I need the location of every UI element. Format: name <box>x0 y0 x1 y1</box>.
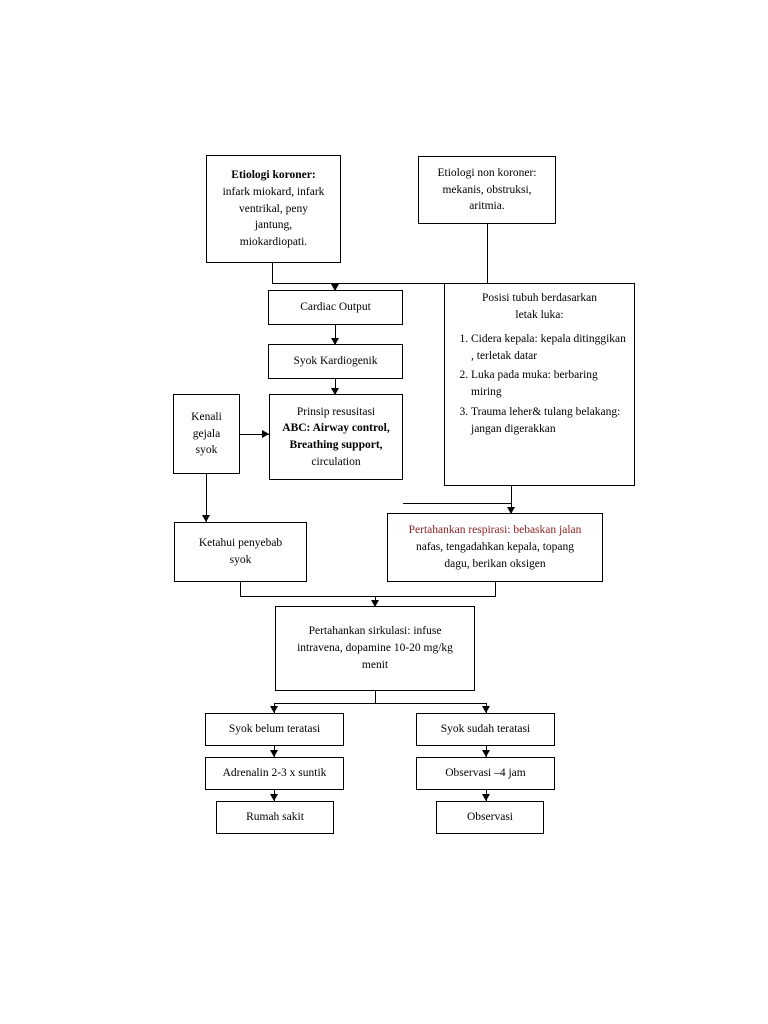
node-rumah-sakit: Rumah sakit <box>216 801 334 834</box>
node-etiologi-non-koroner: Etiologi non koroner: mekanis, obstruksi… <box>418 156 556 224</box>
arrowhead-rumah-sakit-in <box>270 794 278 801</box>
connector-split-bus <box>274 703 486 704</box>
arrowhead-observasi-in <box>482 794 490 801</box>
node-syok-sudah-teratasi: Syok sudah teratasi <box>416 713 555 746</box>
node-line: menit <box>361 658 389 671</box>
node-line: nafas, tengadahkan kepala, topang <box>415 541 575 554</box>
node-line: Etiologi non koroner: <box>437 166 537 179</box>
node-line: Syok sudah teratasi <box>440 723 531 736</box>
node-line: Syok belum teratasi <box>228 723 321 736</box>
node-line: infark miokard, infark <box>222 185 325 198</box>
connector-ketahui-to-sirkulasi-h <box>240 596 376 597</box>
node-line: ABC: Airway control, <box>276 420 396 437</box>
posisi-tubuh-header-line-2: letak luka: <box>515 309 564 322</box>
node-observasi-4-jam: Observasi –4 jam <box>416 757 555 790</box>
arrowhead-cardiac-in <box>331 284 339 291</box>
node-adrenalin: Adrenalin 2-3 x suntik <box>205 757 344 790</box>
node-line: syok <box>229 554 252 566</box>
posisi-tubuh-list: Cidera kepala: kepala ditinggikan , terl… <box>453 331 626 439</box>
connector-ketahui-down <box>240 582 241 596</box>
node-line: Syok Kardiogenik <box>293 355 378 368</box>
node-etiologi-koroner: Etiologi koroner: infark miokard, infark… <box>206 155 341 263</box>
list-item: Trauma leher& tulang belakang: jangan di… <box>471 404 626 439</box>
node-syok-belum-teratasi: Syok belum teratasi <box>205 713 344 746</box>
connector-nonkoroner-left <box>336 283 488 284</box>
arrowhead-prinsip-left-in <box>262 430 269 438</box>
node-line: Pertahankan sirkulasi: infuse <box>308 625 442 638</box>
node-line: Prinsip resusitasi <box>296 405 376 418</box>
node-line: dagu, berikan oksigen <box>444 557 546 570</box>
list-item: Luka pada muka: berbaring miring <box>471 367 626 402</box>
arrowhead-syok-in <box>331 338 339 345</box>
node-line: Kenali <box>191 410 222 423</box>
node-line: aritmia. <box>469 200 505 213</box>
arrowhead-sirkulasi-in <box>371 600 379 607</box>
node-line-bold: ABC: Airway control, <box>282 422 390 435</box>
node-line: jantung, <box>254 219 293 232</box>
arrowhead-sudah-in <box>482 706 490 713</box>
node-line: miokardiopati. <box>239 236 308 248</box>
node-pertahankan-sirkulasi: Pertahankan sirkulasi: infuse intravena,… <box>275 606 475 691</box>
node-line: Breathing support, <box>289 439 383 451</box>
node-observasi: Observasi <box>436 801 544 834</box>
node-syok-kardiogenik: Syok Kardiogenik <box>268 344 403 379</box>
connector-koroner-to-cardiac-h <box>272 283 336 284</box>
posisi-tubuh-header-line-1: Posisi tubuh berdasarkan <box>482 292 597 304</box>
node-line: Ketahui penyebab <box>198 537 283 550</box>
node-line: mekanis, obstruksi, <box>442 183 532 196</box>
node-ketahui-penyebab-syok: Ketahui penyebab syok <box>174 522 307 582</box>
connector-koroner-to-cardiac <box>272 263 273 283</box>
connector-respirasi-to-sirkulasi-h <box>375 596 496 597</box>
arrowhead-belum-in <box>270 706 278 713</box>
arrowhead-adrenalin-in <box>270 750 278 757</box>
node-line: ventrikal, peny <box>239 202 308 215</box>
arrowhead-observasi4-in <box>482 750 490 757</box>
arrowhead-prinsip-in <box>331 388 339 395</box>
connector-prinsip-to-respirasi-h <box>403 503 511 504</box>
node-line: Observasi <box>467 811 513 824</box>
node-line: syok <box>195 444 218 457</box>
node-line: intravena, dopamine 10-20 mg/kg <box>297 642 453 655</box>
node-line: Pertahankan respirasi: bebaskan jalan <box>394 522 596 539</box>
node-line: Etiologi koroner: <box>231 169 316 182</box>
node-kenali-gejala-syok: Kenali gejala syok <box>173 394 240 474</box>
node-line: Rumah sakit <box>246 811 304 824</box>
list-item: Cidera kepala: kepala ditinggikan , terl… <box>471 331 626 366</box>
connector-nonkoroner-down <box>487 224 488 283</box>
arrowhead-respirasi-in <box>507 507 515 514</box>
node-line-accent: Pertahankan respirasi: bebaskan jalan <box>408 524 582 537</box>
connector-kenali-to-ketahui <box>206 474 207 522</box>
node-line: Cardiac Output <box>300 301 371 314</box>
node-line: gejala <box>192 427 221 440</box>
connector-posisi-to-respirasi <box>511 486 512 513</box>
node-prinsip-resusitasi: Prinsip resusitasi ABC: Airway control, … <box>269 394 403 480</box>
node-line: Adrenalin 2-3 x suntik <box>222 767 327 780</box>
connector-syok-to-prinsip <box>335 379 336 394</box>
node-line: circulation <box>311 455 361 468</box>
node-posisi-tubuh: Posisi tubuh berdasarkan letak luka: Cid… <box>444 283 635 486</box>
connector-kenali-to-prinsip <box>240 434 269 435</box>
node-cardiac-output: Cardiac Output <box>268 290 403 325</box>
node-line: Observasi –4 jam <box>445 767 526 780</box>
arrowhead-ketahui-in <box>202 515 210 522</box>
connector-respirasi-to-sirkulasi-v <box>495 582 496 596</box>
connector-cardiac-to-syok <box>335 325 336 344</box>
node-pertahankan-respirasi: Pertahankan respirasi: bebaskan jalan na… <box>387 513 603 582</box>
connector-sirkulasi-down <box>375 691 376 703</box>
